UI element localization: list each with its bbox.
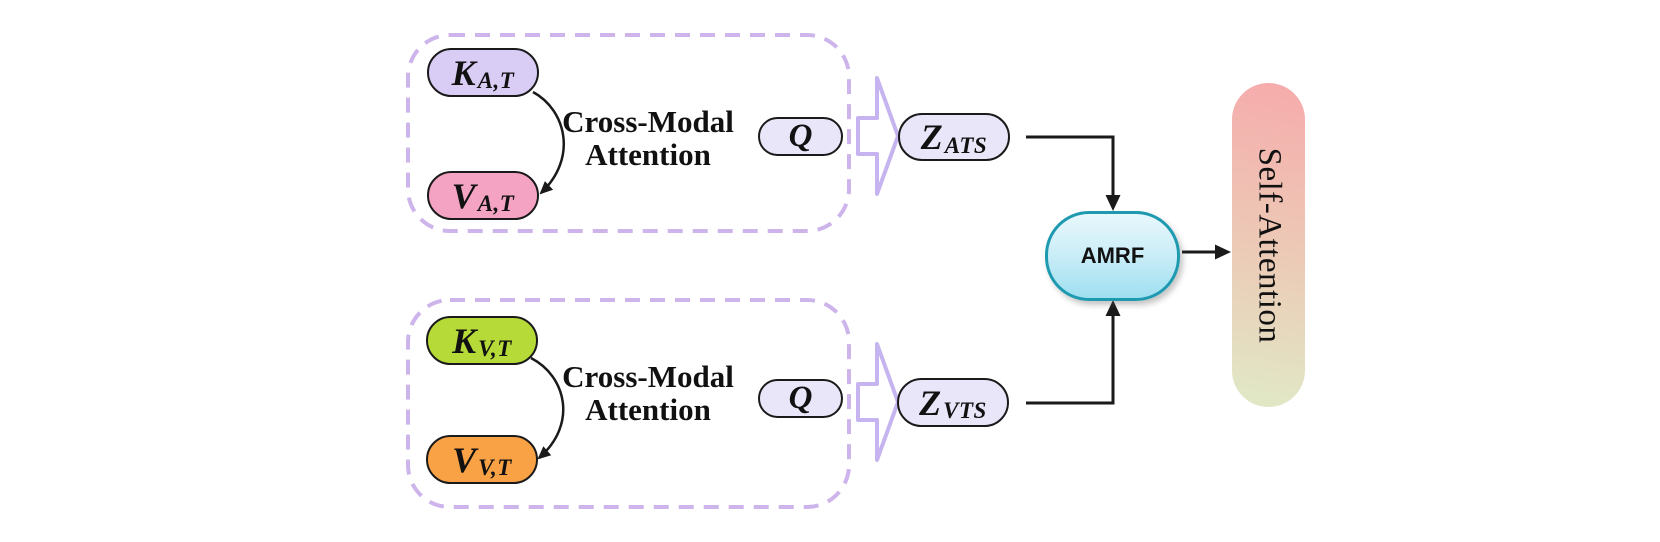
self-attention-label: Self-Attention — [1251, 147, 1287, 343]
key-audio-main-label: K — [451, 52, 476, 93]
query-visual-node: Q — [758, 379, 843, 418]
zats-to-amrf-wire — [1026, 135, 1115, 197]
visual-output-block-arrow — [856, 342, 900, 462]
query-visual-label: Q — [788, 380, 813, 416]
visual-cross-modal-attention-label: Cross-Modal Attention — [528, 360, 768, 426]
key-audio-subscript: A,T — [477, 68, 515, 93]
z-ats-subscript: ATS — [944, 132, 988, 158]
key-visual-main-label: K — [452, 320, 477, 361]
audio-cm-label-line2: Attention — [585, 137, 711, 172]
audio-cm-label-line1: Cross-Modal — [562, 104, 734, 139]
visual-cm-label-line1: Cross-Modal — [562, 359, 734, 394]
zvts-to-amrf-arrowhead — [1105, 300, 1121, 316]
z-vts-subscript: VTS — [943, 398, 987, 423]
visual-cm-label-line2: Attention — [585, 392, 711, 427]
amrf-label: AMRF — [1080, 243, 1145, 268]
amrf-to-selfattention-arrowhead — [1215, 244, 1231, 260]
self-attention-block: Self-Attention — [1232, 83, 1305, 407]
audio-kv-connector — [532, 90, 566, 195]
zats-to-amrf-arrowhead — [1105, 195, 1121, 211]
value-visual-subscript: V,T — [478, 455, 512, 480]
query-audio-node: Q — [758, 117, 843, 156]
visual-cross-modal-box — [406, 298, 851, 509]
amrf-fusion-node: AMRF — [1045, 211, 1180, 301]
audio-cross-modal-attention-label: Cross-Modal Attention — [528, 105, 768, 171]
z-ats-main-label: Z — [920, 117, 943, 157]
z-vts-main-label: Z — [919, 382, 942, 423]
visual-kv-connector — [530, 356, 565, 460]
value-visual-main-label: V — [452, 439, 477, 480]
value-audio-main-label: V — [451, 175, 476, 216]
value-audio-subscript: A,T — [477, 191, 515, 216]
query-audio-label: Q — [788, 118, 813, 154]
zvts-to-amrf-wire — [1026, 314, 1115, 405]
key-visual-subscript: V,T — [478, 336, 512, 361]
audio-cross-modal-box — [406, 33, 851, 233]
audio-output-block-arrow — [856, 76, 900, 196]
